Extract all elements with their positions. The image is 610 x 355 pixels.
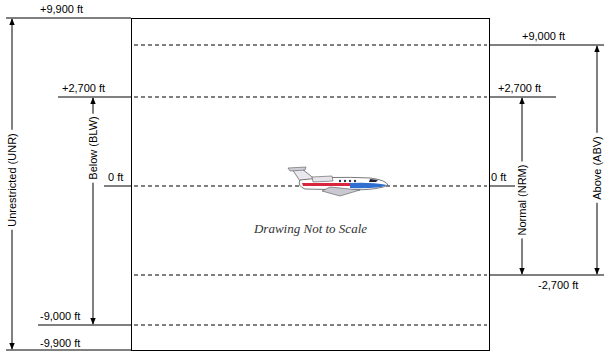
altitude-label: 0 ft bbox=[108, 171, 123, 184]
aircraft-illustration bbox=[288, 167, 388, 196]
range-label: Above (ABV) bbox=[591, 133, 604, 203]
range-label: Unrestricted (UNR) bbox=[6, 130, 19, 230]
altitude-label: -2,700 ft bbox=[538, 279, 578, 292]
altitude-label: -9,000 ft bbox=[40, 310, 80, 323]
range-arrows bbox=[12, 19, 597, 349]
altitude-label: +9,900 ft bbox=[40, 3, 83, 16]
altitude-label: 0 ft bbox=[491, 171, 506, 184]
altitude-label: -9,900 ft bbox=[40, 337, 80, 350]
altitude-label: +2,700 ft bbox=[498, 82, 541, 95]
tick-lines bbox=[6, 18, 604, 350]
scale-note: Drawing Not to Scale bbox=[254, 221, 367, 237]
range-label: Normal (NRM) bbox=[516, 162, 529, 239]
range-label: Below (BLW) bbox=[87, 113, 100, 182]
altitude-label: +2,700 ft bbox=[62, 82, 105, 95]
dashed-levels bbox=[134, 45, 487, 325]
range-box: Drawing Not to Scale bbox=[131, 18, 490, 351]
altitude-label: +9,000 ft bbox=[522, 30, 565, 43]
